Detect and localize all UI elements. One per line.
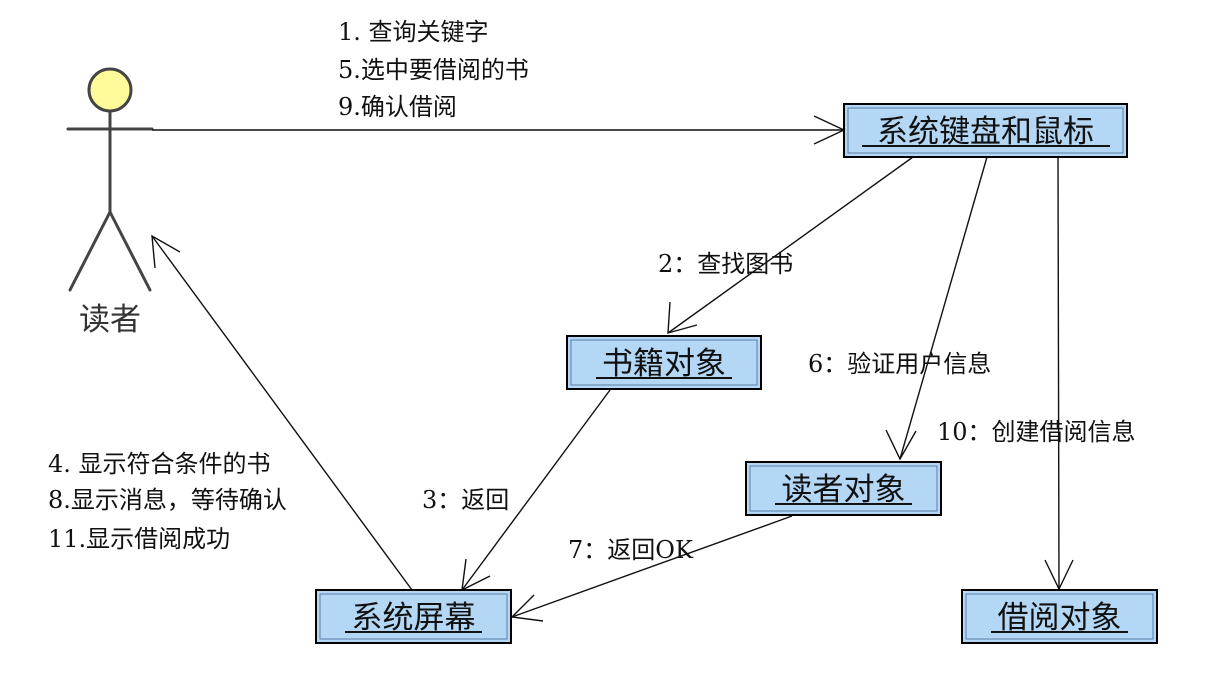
link-book-screen bbox=[461, 389, 611, 591]
link-keyboard-book bbox=[667, 156, 914, 334]
object-box bbox=[745, 461, 942, 516]
link-screen-actor bbox=[151, 235, 413, 591]
object-reader: 读者对象 bbox=[745, 461, 942, 516]
actor-head bbox=[87, 67, 133, 113]
actor-left-leg bbox=[68, 210, 112, 292]
object-box-inner bbox=[965, 593, 1154, 640]
actor-reader: 读者 bbox=[66, 67, 154, 338]
object-box-inner bbox=[847, 107, 1124, 154]
object-box bbox=[315, 589, 512, 644]
message-7: 7：返回OK bbox=[568, 536, 694, 564]
object-box bbox=[566, 335, 762, 390]
object-label: 书籍对象 bbox=[602, 346, 726, 382]
message-8: 8.显示消息，等待确认 bbox=[48, 486, 287, 514]
object-book: 书籍对象 bbox=[566, 335, 762, 390]
message-3: 3：返回 bbox=[422, 486, 509, 514]
links bbox=[151, 115, 1074, 622]
object-box bbox=[843, 103, 1128, 158]
actor-name: 读者 bbox=[79, 302, 141, 338]
message-1: 1. 查询关键字 bbox=[338, 18, 489, 46]
link-reader-screen bbox=[511, 515, 793, 618]
object-borrow: 借阅对象 bbox=[961, 589, 1158, 644]
message-10: 10：创建借阅信息 bbox=[937, 418, 1136, 446]
arrowhead-actor bbox=[151, 234, 181, 269]
object-system-screen: 系统屏幕 bbox=[315, 589, 512, 644]
message-6: 6：验证用户信息 bbox=[808, 350, 991, 378]
message-11: 11.显示借阅成功 bbox=[48, 525, 230, 553]
object-box-inner bbox=[570, 339, 758, 386]
link-keyboard-borrow bbox=[1057, 156, 1060, 590]
object-box bbox=[961, 589, 1158, 644]
object-keyboard-mouse: 系统键盘和鼠标 bbox=[843, 103, 1128, 158]
object-label: 系统键盘和鼠标 bbox=[877, 114, 1094, 150]
object-box-inner bbox=[749, 465, 938, 512]
arrowhead-reader-object bbox=[885, 429, 917, 461]
arrowhead-book bbox=[667, 301, 698, 334]
message-5: 5.选中要借阅的书 bbox=[338, 56, 529, 84]
message-9: 9.确认借阅 bbox=[338, 93, 457, 121]
message-2: 2：查找图书 bbox=[658, 250, 793, 278]
actor-right-leg bbox=[108, 210, 152, 292]
object-label: 借阅对象 bbox=[998, 600, 1122, 636]
message-4: 4. 显示符合条件的书 bbox=[48, 450, 271, 478]
message-labels: 1. 查询关键字 5.选中要借阅的书 9.确认借阅 2：查找图书 6：验证用户信… bbox=[48, 18, 1136, 564]
link-keyboard-reader bbox=[899, 156, 988, 460]
object-label: 读者对象 bbox=[782, 472, 906, 508]
object-box-inner bbox=[319, 593, 508, 640]
object-label: 系统屏幕 bbox=[352, 600, 476, 636]
